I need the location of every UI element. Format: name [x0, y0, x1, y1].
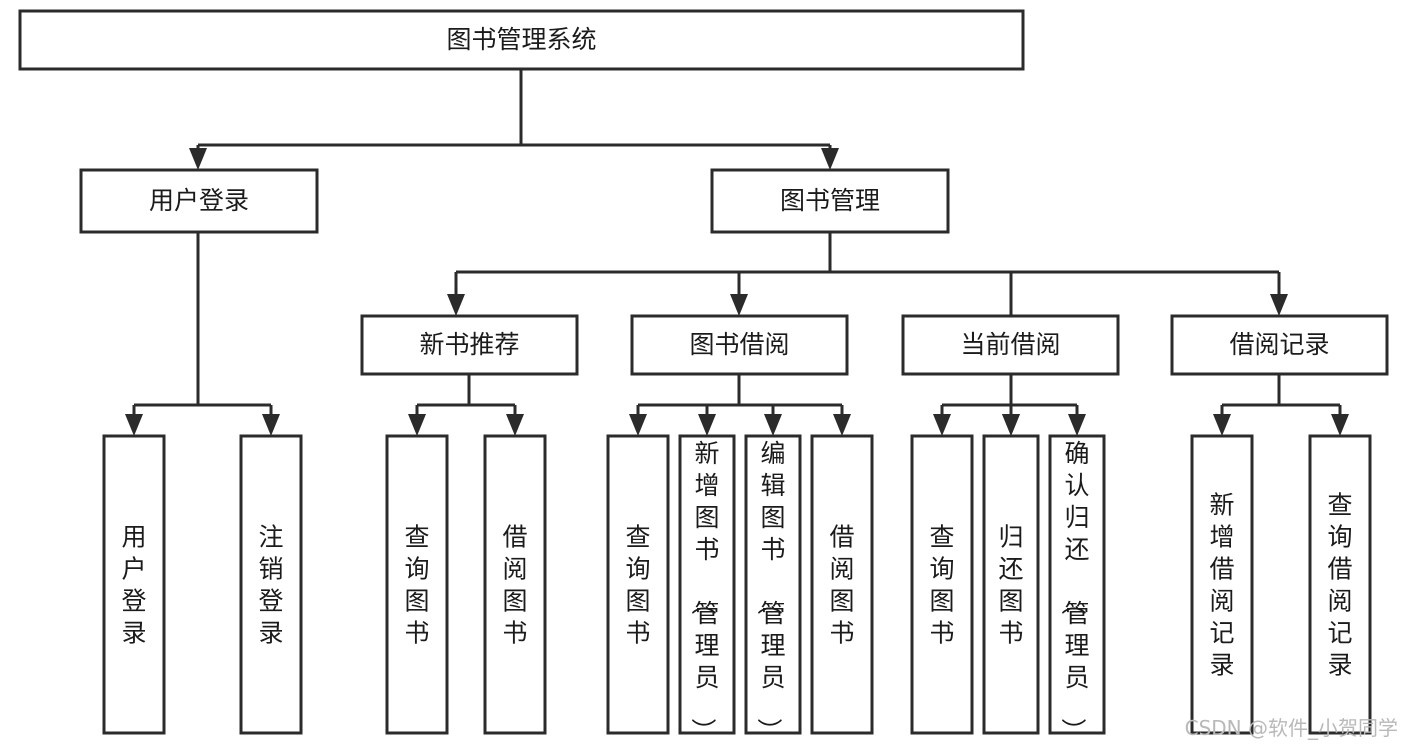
node-label: 借阅图书	[829, 523, 854, 648]
node-box[interactable]	[630, 314, 849, 376]
node-box[interactable]	[1308, 434, 1372, 735]
node-box[interactable]	[710, 168, 950, 234]
node-label: 用户登录	[121, 523, 146, 648]
node-leaf8[interactable]: 借阅图书	[810, 434, 874, 735]
connector-root_to_l2	[189, 69, 839, 170]
node-leaf5[interactable]: 查询图书	[606, 434, 670, 735]
node-box[interactable]	[606, 434, 670, 735]
node-label: 注销登录	[258, 523, 283, 648]
node-label: 图书管理	[780, 186, 880, 215]
arrow-head-icon	[447, 294, 465, 316]
csdn-watermark: CSDN @软件_小贺同学	[1185, 716, 1398, 740]
node-leaf12[interactable]: 新增借阅记录	[1190, 434, 1254, 735]
node-current[interactable]: 当前借阅	[901, 314, 1120, 376]
node-label: 查询借阅记录	[1327, 491, 1352, 680]
node-box[interactable]	[744, 434, 802, 735]
connector-login_to_leaf	[125, 232, 280, 436]
arrow-head-icon	[698, 414, 716, 436]
arrow-head-icon	[1270, 294, 1288, 316]
node-box[interactable]	[678, 434, 736, 735]
node-newbook[interactable]: 新书推荐	[360, 314, 579, 376]
arrow-head-icon	[1331, 414, 1349, 436]
connector-records_to_leaf	[1213, 374, 1349, 436]
connector-current_to_leaf	[933, 374, 1086, 436]
arrow-head-icon	[1002, 414, 1020, 436]
arrow-head-icon	[833, 414, 851, 436]
node-label: 新书推荐	[419, 330, 519, 359]
node-login[interactable]: 用户登录	[79, 168, 319, 234]
node-label: 图书借阅	[689, 330, 789, 359]
arrow-head-icon	[125, 414, 143, 436]
node-leaf3[interactable]: 查询图书	[385, 434, 449, 735]
node-label: 图书管理系统	[446, 25, 596, 54]
node-label: 归还图书	[998, 523, 1023, 648]
node-borrow[interactable]: 图书借阅	[630, 314, 849, 376]
arrow-head-icon	[933, 414, 951, 436]
node-box[interactable]	[483, 434, 547, 735]
node-leaf13[interactable]: 查询借阅记录	[1308, 434, 1372, 735]
node-leaf11[interactable]: 确认归还（管理员）	[1048, 434, 1106, 743]
connector-newbook_to_leaf	[408, 374, 524, 436]
node-box[interactable]	[982, 434, 1040, 735]
arrow-head-icon	[821, 148, 839, 170]
node-bookmgr[interactable]: 图书管理	[710, 168, 950, 234]
arrow-head-icon	[506, 414, 524, 436]
node-box[interactable]	[102, 434, 166, 735]
node-root[interactable]: 图书管理系统	[18, 9, 1025, 71]
node-label: 查询图书	[404, 523, 429, 648]
arrow-head-icon	[764, 414, 782, 436]
arrow-head-icon	[408, 414, 426, 436]
node-label: 用户登录	[149, 186, 249, 215]
node-label: 新增借阅记录	[1209, 491, 1234, 680]
node-label: 当前借阅	[960, 330, 1060, 359]
arrow-head-icon	[730, 294, 748, 316]
connector-borrow_to_leaf	[629, 374, 851, 436]
nodes-layer: 图书管理系统用户登录图书管理新书推荐图书借阅当前借阅借阅记录用户登录注销登录查询…	[18, 9, 1389, 743]
node-box[interactable]	[810, 434, 874, 735]
node-records[interactable]: 借阅记录	[1170, 314, 1389, 376]
node-box[interactable]	[239, 434, 303, 735]
arrow-head-icon	[629, 414, 647, 436]
node-box[interactable]	[1170, 314, 1389, 376]
node-label: 借阅图书	[502, 523, 527, 648]
node-label: 编辑图书（管理员）	[754, 439, 785, 743]
node-leaf6[interactable]: 新增图书（管理员）	[678, 434, 736, 743]
arrow-head-icon	[1213, 414, 1231, 436]
node-leaf9[interactable]: 查询图书	[910, 434, 974, 735]
node-box[interactable]	[79, 168, 319, 234]
node-label: 借阅记录	[1229, 330, 1329, 359]
node-box[interactable]	[360, 314, 579, 376]
arrow-head-icon	[1068, 414, 1086, 436]
node-box[interactable]	[1048, 434, 1106, 735]
node-leaf10[interactable]: 归还图书	[982, 434, 1040, 735]
node-label: 新增图书（管理员）	[688, 439, 719, 743]
node-label: 查询图书	[625, 523, 650, 648]
node-box[interactable]	[385, 434, 449, 735]
arrow-head-icon	[189, 148, 207, 170]
node-box[interactable]	[910, 434, 974, 735]
node-leaf2[interactable]: 注销登录	[239, 434, 303, 735]
node-label: 确认归还（管理员）	[1058, 439, 1089, 743]
arrow-head-icon	[262, 414, 280, 436]
node-box[interactable]	[18, 9, 1025, 71]
node-label: 查询图书	[929, 523, 954, 648]
node-leaf4[interactable]: 借阅图书	[483, 434, 547, 735]
node-box[interactable]	[901, 314, 1120, 376]
node-box[interactable]	[1190, 434, 1254, 735]
node-leaf7[interactable]: 编辑图书（管理员）	[744, 434, 802, 743]
connectors-layer	[125, 69, 1349, 436]
node-leaf1[interactable]: 用户登录	[102, 434, 166, 735]
